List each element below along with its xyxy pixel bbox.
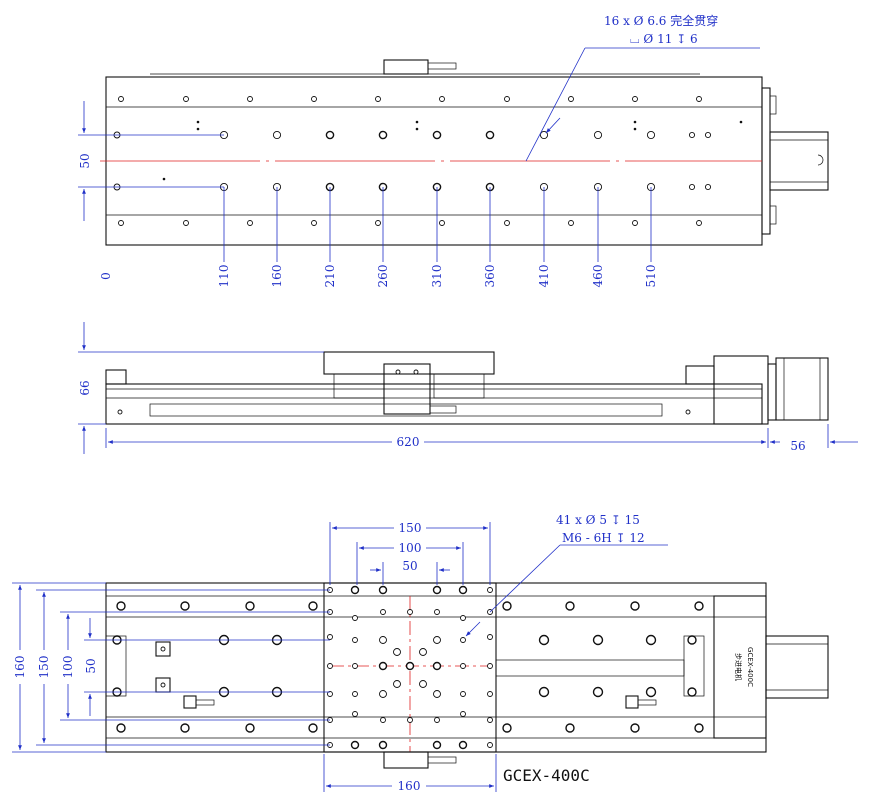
plan-motor — [765, 635, 829, 699]
top-callout-line2: ⌴ Ø 11 ↧ 6 — [630, 32, 698, 46]
pos-label-310: 310 — [430, 265, 444, 288]
top-outer-holes — [118, 96, 702, 226]
top-callout-line1: 16 x Ø 6.6 完全贯穿 — [604, 13, 718, 28]
pos-label-160: 160 — [270, 265, 284, 288]
side-dim-56: 56 — [790, 439, 805, 453]
dim-100-left: 100 — [61, 656, 75, 679]
top-motor-flange — [761, 87, 771, 235]
carriage-holes — [327, 585, 493, 750]
plan-callout-line1: 41 x Ø 5 ↧ 15 — [556, 513, 640, 527]
dim-150-top: 150 — [399, 521, 422, 535]
pos-label-410: 410 — [537, 265, 551, 288]
side-motor — [775, 357, 829, 421]
side-carriage — [323, 351, 495, 375]
plan-connector — [383, 751, 429, 769]
model-name: GCEX-400C — [503, 766, 590, 785]
top-motor — [769, 131, 829, 191]
pos-label-460: 460 — [591, 265, 605, 288]
top-mounting-holes — [113, 120, 743, 192]
plan-view: 步进电机 GCEX-400C — [12, 513, 829, 793]
side-connector — [383, 363, 431, 415]
pos-label-0: 0 — [99, 272, 113, 280]
dim-160-left: 160 — [13, 656, 27, 679]
top-connector — [383, 59, 429, 75]
side-dim-620: 620 — [397, 435, 420, 449]
side-dim-66: 66 — [78, 380, 92, 395]
motor-label-1: GCEX-400C — [746, 647, 754, 687]
dim-160-bottom: 160 — [398, 779, 421, 793]
dim-50-left: 50 — [84, 658, 98, 673]
pos-label-360: 360 — [483, 265, 497, 288]
motor-label-2: 步进电机 — [734, 653, 743, 681]
top-position-extensions — [223, 187, 652, 262]
dim-100-top: 100 — [399, 541, 422, 555]
pos-label-210: 210 — [323, 265, 337, 288]
plan-callout-line2: M6 - 6H ↧ 12 — [562, 531, 645, 545]
top-view: 50 0 110 160 210 260 310 360 410 460 510… — [78, 13, 829, 288]
dim-50-top: 50 — [402, 559, 417, 573]
pos-label-260: 260 — [376, 265, 390, 288]
side-view: 66 620 56 — [78, 322, 858, 454]
pos-label-510: 510 — [644, 265, 658, 288]
dim-150-left: 150 — [37, 656, 51, 679]
top-dim-50: 50 — [78, 153, 92, 168]
pos-label-110: 110 — [217, 265, 231, 288]
